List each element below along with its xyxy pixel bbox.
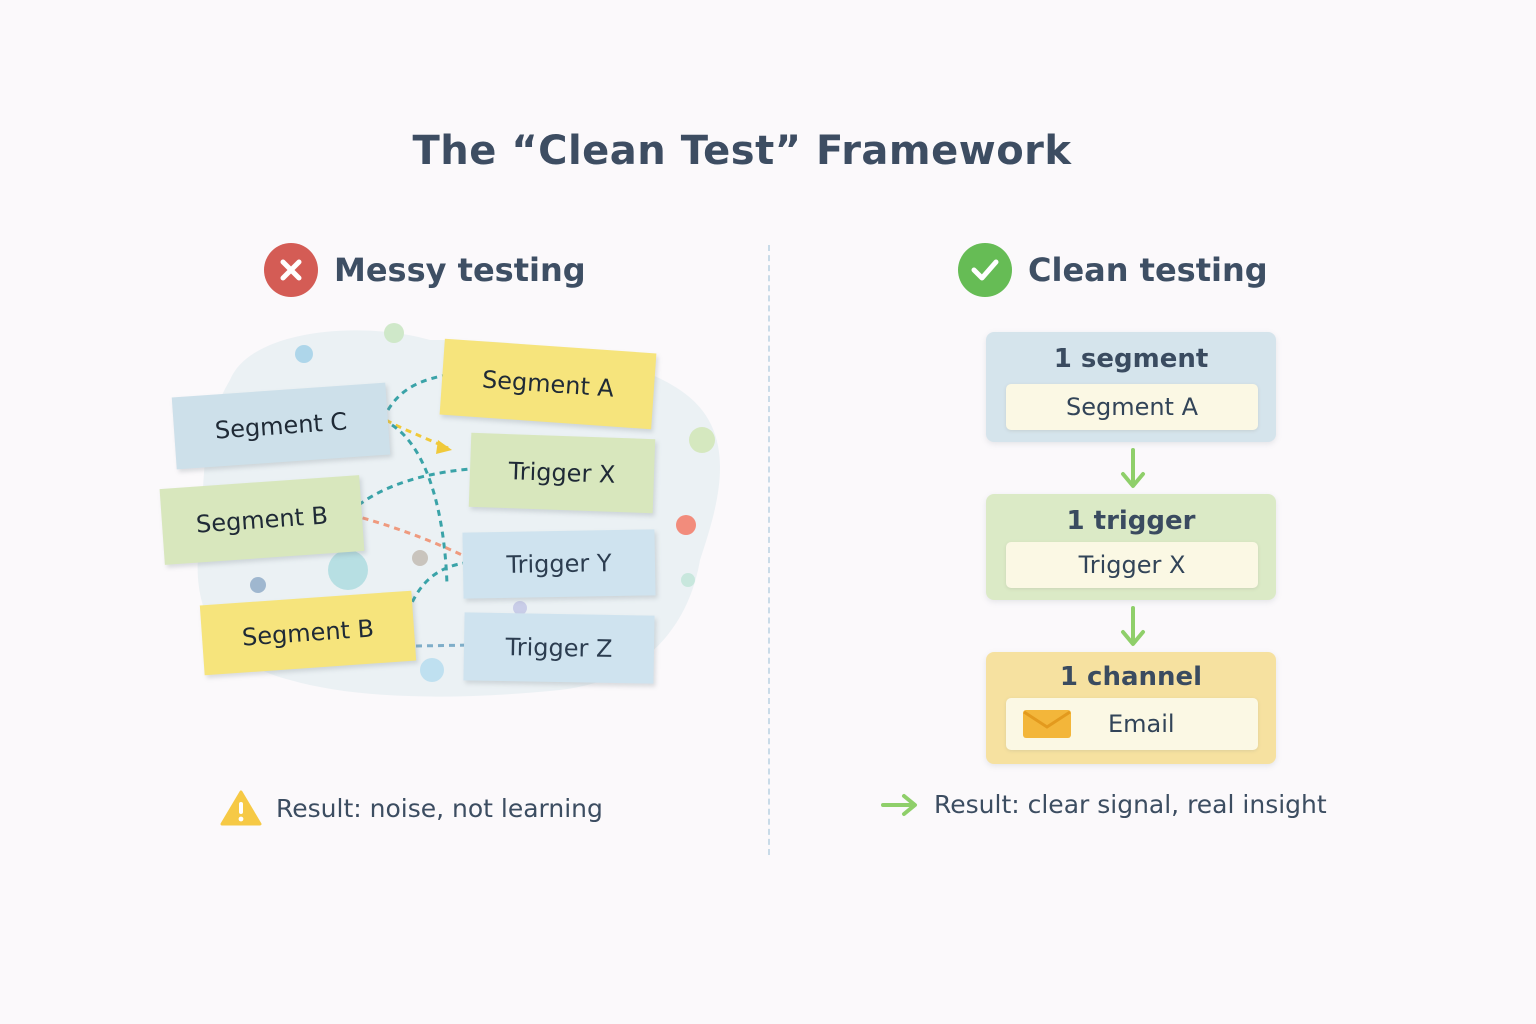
note-segment-c: Segment C (171, 382, 391, 470)
note-segment-b-1: Segment B (159, 475, 365, 565)
note-trigger-z: Trigger Z (463, 612, 655, 684)
note-trigger-y: Trigger Y (462, 529, 656, 599)
note-segment-a: Segment A (439, 338, 657, 430)
clean-result: Result: clear signal, real insight (880, 790, 1327, 819)
arrow-right-icon (881, 793, 917, 816)
dot (681, 573, 695, 587)
dot (384, 323, 404, 343)
step-channel-label: 1 channel (1059, 662, 1203, 692)
center-divider (768, 245, 770, 855)
messy-result: Result: noise, not learning (220, 790, 603, 826)
messy-heading: Messy testing (264, 243, 586, 297)
clean-result-text: Result: clear signal, real insight (934, 790, 1327, 819)
connector (351, 513, 463, 557)
dot (676, 515, 696, 535)
note-segment-b-2: Segment B (199, 590, 417, 676)
check-circle-icon (958, 243, 1012, 297)
step-segment-value: Segment A (1006, 384, 1258, 430)
arrow-down-icon (1121, 448, 1145, 488)
step-channel-value: Email (1006, 698, 1258, 750)
step-segment-label: 1 segment (1053, 344, 1209, 374)
dot (328, 550, 368, 590)
dot (412, 550, 428, 566)
dot (420, 658, 444, 682)
arrow-head (436, 440, 452, 454)
dot (689, 427, 715, 453)
envelope-icon (1023, 710, 1071, 738)
connector (348, 466, 489, 514)
step-trigger-value: Trigger X (1006, 542, 1258, 588)
messy-heading-label: Messy testing (334, 251, 586, 289)
clean-heading: Clean testing (958, 243, 1268, 297)
channel-email-label: Email (1108, 710, 1175, 738)
page-title: The “Clean Test” Framework (412, 128, 1072, 174)
step-segment-box: 1 segment Segment A (986, 332, 1276, 442)
note-trigger-x: Trigger X (468, 432, 656, 514)
messy-result-text: Result: noise, not learning (276, 793, 603, 823)
x-circle-icon (264, 243, 318, 297)
step-trigger-label: 1 trigger (1066, 506, 1196, 536)
arrow-down-icon (1121, 606, 1145, 646)
dot (513, 601, 527, 615)
dot (295, 345, 313, 363)
step-trigger-box: 1 trigger Trigger X (986, 494, 1276, 600)
step-channel-box: 1 channel Email (986, 652, 1276, 764)
dot (250, 577, 266, 593)
warning-icon (220, 790, 262, 826)
connector (385, 418, 449, 450)
clean-heading-label: Clean testing (1028, 251, 1268, 289)
connector (391, 423, 449, 586)
